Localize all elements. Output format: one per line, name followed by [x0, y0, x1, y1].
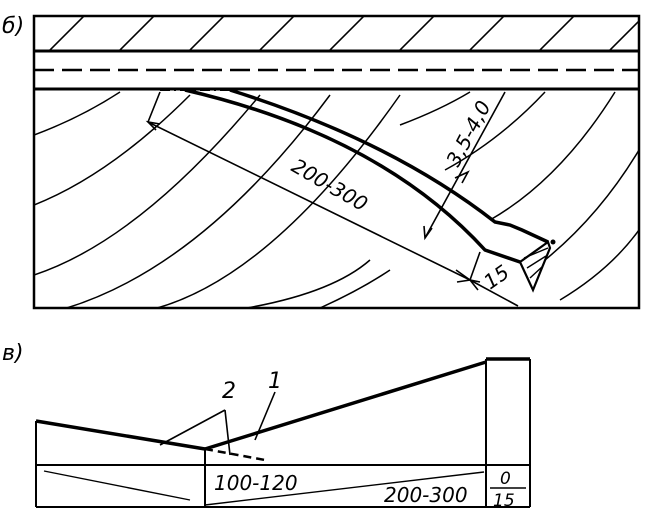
dim-end-label: 15	[479, 260, 514, 294]
panel-label-b: б)	[2, 14, 24, 39]
dim-label-a: 100-120	[214, 471, 298, 495]
groove-bottom-edge	[184, 88, 521, 264]
frac-bottom-label: 15	[493, 491, 515, 511]
groove	[160, 88, 556, 293]
dashed-extension	[204, 447, 266, 462]
profile-v	[35, 357, 531, 508]
dimension-lines-b	[145, 91, 519, 307]
callout-1: 1	[268, 369, 282, 394]
leader-line-2b	[224, 409, 231, 456]
frame-b	[32, 14, 641, 310]
frac-top-label: 0	[500, 469, 511, 489]
leader-line-2a	[159, 409, 226, 446]
dim-label-b: 200-300	[384, 483, 468, 507]
panel-label-v: в)	[2, 341, 24, 366]
profile-right-slope	[204, 360, 487, 451]
groove-top-edge	[229, 88, 549, 244]
callout-2: 2	[222, 379, 236, 404]
profile-left-slope	[35, 419, 206, 451]
upper-hatching	[47, 16, 639, 51]
diagram-v: в) 2 1 100-120 200-300 0 15	[2, 341, 531, 511]
dim-length-label: 200-300	[288, 154, 372, 217]
lower-hatching	[34, 91, 639, 308]
leader-line-1	[254, 391, 276, 441]
diagram-b: б)	[2, 14, 641, 310]
